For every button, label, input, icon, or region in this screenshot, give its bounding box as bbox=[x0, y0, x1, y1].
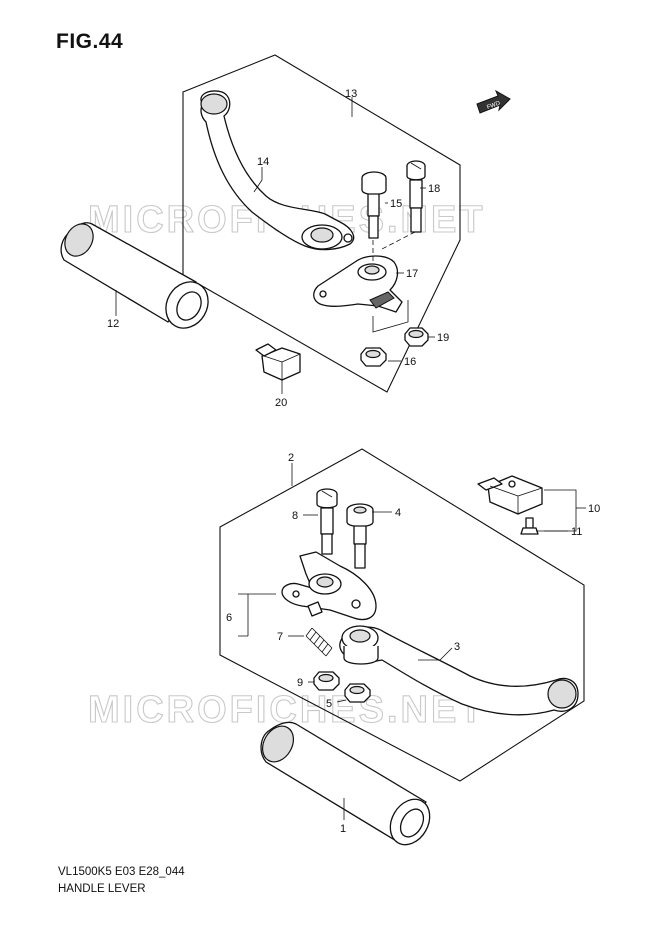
clutch-lever-14 bbox=[200, 90, 355, 251]
callout-6: 6 bbox=[226, 612, 232, 624]
callout-8: 8 bbox=[292, 510, 298, 522]
fwd-label: FWD bbox=[486, 100, 502, 111]
callout-17: 17 bbox=[406, 268, 418, 280]
bolt-8 bbox=[316, 488, 338, 555]
callout-20: 20 bbox=[275, 397, 287, 409]
callout-7: 7 bbox=[277, 631, 283, 643]
grip-12 bbox=[60, 222, 209, 329]
section-title: HANDLE LEVER bbox=[58, 883, 146, 895]
nut-19 bbox=[404, 327, 429, 347]
footer: VL1500K5 E03 E28_044 HANDLE LEVER bbox=[58, 864, 185, 898]
callout-10: 10 bbox=[588, 503, 600, 515]
bracket-6 bbox=[281, 551, 377, 621]
callout-12: 12 bbox=[107, 318, 119, 330]
callout-2: 2 bbox=[288, 452, 294, 464]
screw-11 bbox=[520, 517, 539, 535]
bolt-15 bbox=[361, 171, 387, 239]
spring-7 bbox=[305, 627, 333, 657]
callout-9: 9 bbox=[297, 677, 303, 689]
figure-title: FIG.44 bbox=[56, 30, 124, 53]
callout-3: 3 bbox=[454, 641, 460, 653]
model-code: VL1500K5 E03 E28_044 bbox=[58, 866, 185, 878]
callout-14: 14 bbox=[257, 156, 269, 168]
assembly-frame-2 bbox=[219, 448, 585, 782]
callout-16: 16 bbox=[404, 356, 416, 368]
nut-16 bbox=[360, 347, 387, 367]
brake-lever-3 bbox=[339, 625, 579, 716]
nut-5 bbox=[344, 683, 371, 703]
nut-9 bbox=[313, 671, 340, 691]
bolt-4 bbox=[346, 503, 374, 569]
bracket-17 bbox=[313, 255, 403, 313]
callout-1: 1 bbox=[340, 823, 346, 835]
switch-10 bbox=[477, 475, 543, 515]
callout-4: 4 bbox=[395, 507, 401, 519]
grip-1 bbox=[260, 721, 431, 846]
callout-19: 19 bbox=[437, 332, 449, 344]
fwd-arrow-icon: FWD bbox=[476, 89, 511, 114]
callout-5: 5 bbox=[326, 698, 332, 710]
callout-11: 11 bbox=[571, 526, 582, 538]
switch-20 bbox=[255, 343, 301, 381]
callout-13: 13 bbox=[345, 88, 357, 100]
callout-15: 15 bbox=[390, 198, 402, 210]
callout-18: 18 bbox=[428, 183, 440, 195]
bolt-18 bbox=[406, 160, 426, 233]
